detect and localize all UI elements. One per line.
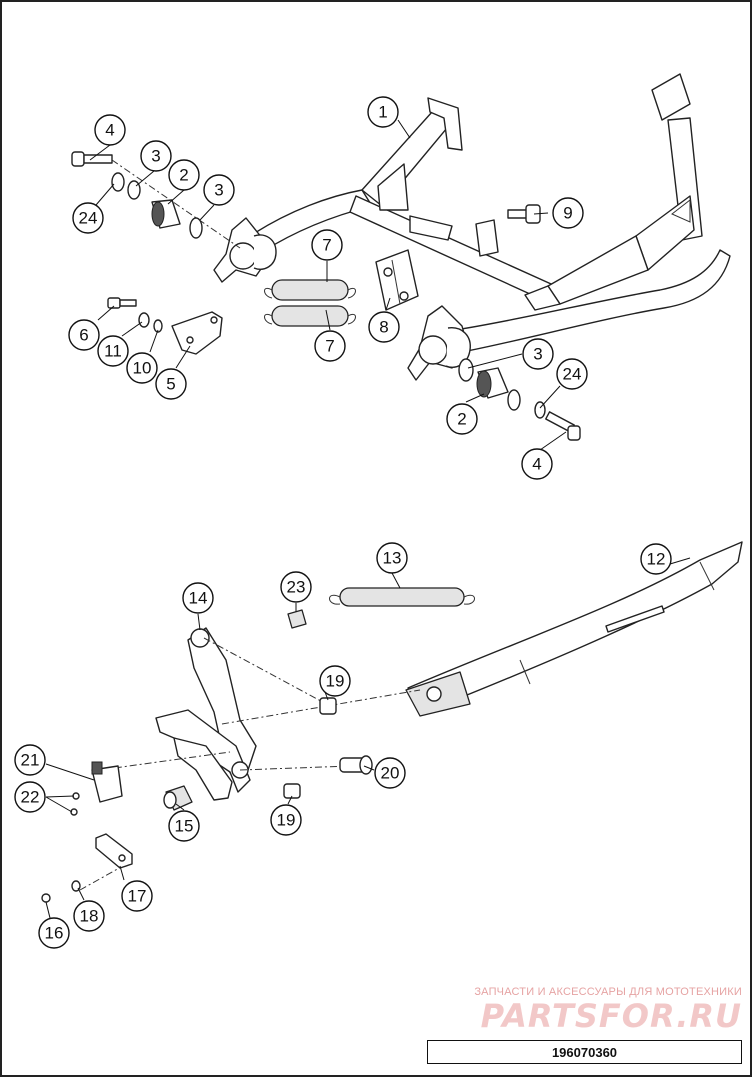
svg-text:2: 2 xyxy=(179,166,188,185)
svg-text:9: 9 xyxy=(563,204,572,223)
bracket-5 xyxy=(171,311,223,355)
plug-23 xyxy=(287,609,307,629)
callout-4-right: 4 xyxy=(521,448,553,480)
svg-text:24: 24 xyxy=(563,365,582,384)
callout-16: 16 xyxy=(38,917,70,949)
svg-text:4: 4 xyxy=(532,455,541,474)
svg-text:1: 1 xyxy=(378,103,387,122)
callout-9: 9 xyxy=(552,197,584,229)
side-stand-leg xyxy=(405,541,743,717)
svg-text:16: 16 xyxy=(45,924,64,943)
diagram-id-box: 196070360 xyxy=(427,1040,742,1064)
springs-7 xyxy=(264,279,356,327)
svg-text:2: 2 xyxy=(457,410,466,429)
callout-1: 1 xyxy=(367,96,399,128)
svg-text:24: 24 xyxy=(79,209,98,228)
callout-20: 20 xyxy=(374,757,406,789)
callout-5: 5 xyxy=(155,368,187,400)
svg-text:4: 4 xyxy=(105,121,114,140)
o-ring-left-inner xyxy=(189,217,203,239)
callout-7-upper: 7 xyxy=(311,229,343,261)
svg-text:3: 3 xyxy=(533,345,542,364)
o-ring-right-outer xyxy=(507,389,521,411)
bushing-left xyxy=(151,199,181,229)
svg-text:8: 8 xyxy=(379,318,388,337)
bushing-right xyxy=(476,367,509,399)
svg-text:18: 18 xyxy=(80,907,99,926)
svg-text:7: 7 xyxy=(322,236,331,255)
svg-text:13: 13 xyxy=(383,549,402,568)
callout-24-right: 24 xyxy=(556,358,588,390)
callout-3-right: 3 xyxy=(522,338,554,370)
callout-10: 10 xyxy=(126,352,158,384)
callout-19-upper: 19 xyxy=(319,665,351,697)
washer-left xyxy=(111,172,125,192)
callout-21: 21 xyxy=(14,744,46,776)
bolt-6 xyxy=(107,297,137,309)
callout-14: 14 xyxy=(182,582,214,614)
bolt-19-lower xyxy=(283,783,301,799)
callout-24-left: 24 xyxy=(72,202,104,234)
washer-10 xyxy=(153,319,163,333)
svg-text:20: 20 xyxy=(381,764,400,783)
left-pivot-knuckle xyxy=(213,217,277,283)
o-ring-right-inner xyxy=(458,358,474,382)
svg-text:19: 19 xyxy=(277,811,296,830)
svg-text:11: 11 xyxy=(104,342,122,361)
callout-12: 12 xyxy=(640,543,672,575)
svg-text:21: 21 xyxy=(21,751,40,770)
callout-19-lower: 19 xyxy=(270,804,302,836)
svg-text:14: 14 xyxy=(189,589,208,608)
svg-text:23: 23 xyxy=(287,578,306,597)
svg-text:19: 19 xyxy=(326,672,345,691)
svg-text:17: 17 xyxy=(128,887,147,906)
svg-text:12: 12 xyxy=(647,550,666,569)
svg-text:22: 22 xyxy=(21,788,40,807)
callout-3-left-outer: 3 xyxy=(140,140,172,172)
callout-6: 6 xyxy=(68,319,100,351)
watermark-logo: PARTSFOR.RU xyxy=(480,997,742,1035)
svg-text:15: 15 xyxy=(175,817,194,836)
bolt-right xyxy=(545,411,581,441)
callout-2-left: 2 xyxy=(168,159,200,191)
screw-16 xyxy=(41,893,51,903)
washer-right xyxy=(534,401,546,419)
callout-13: 13 xyxy=(376,542,408,574)
spring-13 xyxy=(329,587,475,607)
callout-17: 17 xyxy=(121,880,153,912)
side-stand-bracket xyxy=(155,627,257,801)
bolt-19-upper xyxy=(319,697,337,715)
callout-7-lower: 7 xyxy=(314,330,346,362)
bracket-17 xyxy=(95,833,133,869)
bolt-left xyxy=(71,151,113,167)
callout-8: 8 xyxy=(368,311,400,343)
diagram-id: 196070360 xyxy=(551,1044,618,1060)
svg-text:3: 3 xyxy=(151,147,160,166)
right-pivot-knuckle xyxy=(407,305,471,381)
callout-11: 11 xyxy=(97,335,129,367)
callout-18: 18 xyxy=(73,900,105,932)
svg-text:6: 6 xyxy=(79,326,88,345)
watermark-caption: ЗАПЧАСТИ И АКСЕССУАРЫ ДЛЯ МОТОТЕХНИКИ xyxy=(474,986,742,998)
bushing-15 xyxy=(163,785,193,811)
svg-text:3: 3 xyxy=(214,181,223,200)
bolt-20 xyxy=(339,755,373,775)
callout-3-left-inner: 3 xyxy=(203,174,235,206)
switch-21 xyxy=(91,761,123,803)
svg-text:10: 10 xyxy=(133,359,152,378)
callout-22: 22 xyxy=(14,781,46,813)
leader-lines xyxy=(45,119,691,919)
washer-11 xyxy=(138,312,150,328)
svg-text:7: 7 xyxy=(325,337,334,356)
callout-23: 23 xyxy=(280,571,312,603)
callout-4-top: 4 xyxy=(94,114,126,146)
center-stand xyxy=(249,73,731,353)
callout-2-right: 2 xyxy=(446,403,478,435)
bracket-8 xyxy=(375,249,419,311)
svg-text:5: 5 xyxy=(166,375,175,394)
callout-15: 15 xyxy=(168,810,200,842)
